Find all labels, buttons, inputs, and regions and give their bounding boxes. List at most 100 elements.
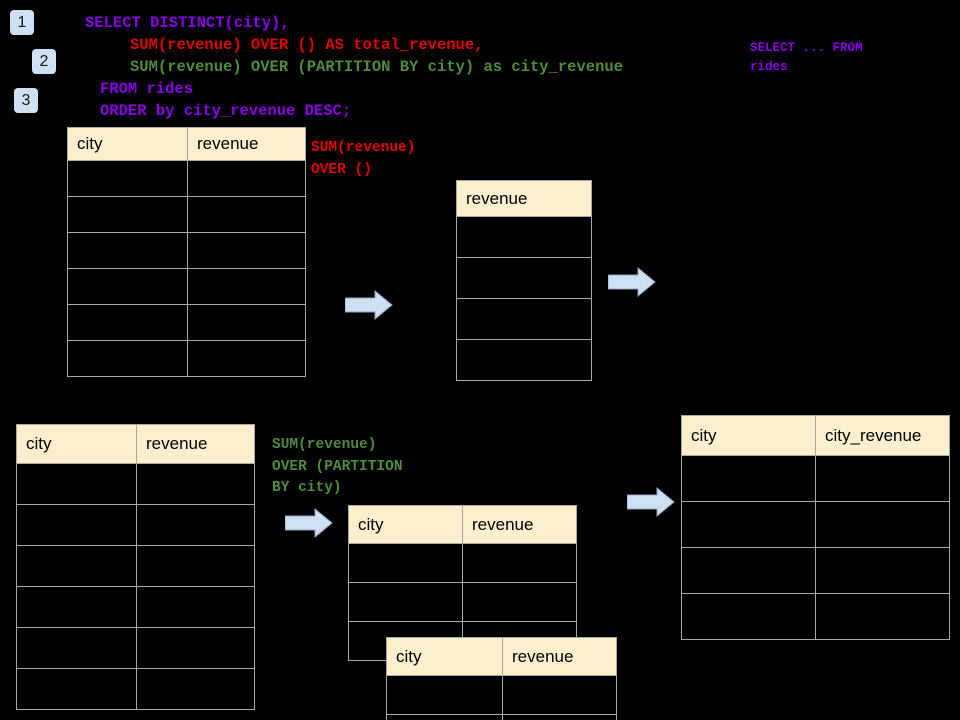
table-row bbox=[348, 543, 577, 583]
table-row bbox=[67, 340, 306, 377]
arrow-total-to-result-icon bbox=[608, 267, 656, 297]
table-cell bbox=[187, 268, 306, 305]
column-header-city_revenue: city_revenue bbox=[815, 415, 950, 456]
table-cell bbox=[67, 268, 188, 305]
annotation-line: SUM(revenue) bbox=[311, 140, 416, 156]
annotation-line: BY city) bbox=[272, 480, 342, 496]
table-row bbox=[16, 627, 255, 669]
column-header-revenue: revenue bbox=[187, 127, 306, 161]
sql-line-1: SELECT DISTINCT(city), bbox=[85, 14, 290, 32]
table-cell bbox=[502, 714, 617, 720]
table-row bbox=[386, 675, 617, 715]
annotation-line: OVER (PARTITION bbox=[272, 458, 403, 475]
table-cell bbox=[67, 196, 188, 233]
column-header-city: city bbox=[348, 505, 463, 544]
table-cell bbox=[67, 232, 188, 269]
table-cell bbox=[815, 593, 950, 640]
sql-side-line-1: SELECT ... FROM bbox=[750, 41, 863, 55]
table-row bbox=[681, 455, 950, 502]
table-cell bbox=[456, 339, 592, 381]
arrow-source-to-total-icon bbox=[345, 290, 393, 320]
sql-query-block: SELECT DISTINCT(city), SUM(revenue) OVER … bbox=[85, 12, 623, 122]
arrow-source-to-partition-icon bbox=[285, 508, 333, 538]
table-cell bbox=[187, 196, 306, 233]
table-row bbox=[456, 257, 592, 299]
table-cell bbox=[16, 463, 137, 505]
table-row bbox=[16, 586, 255, 628]
table-cell bbox=[16, 545, 137, 587]
table-row bbox=[456, 216, 592, 258]
table-cell bbox=[681, 501, 816, 548]
table-cell bbox=[16, 586, 137, 628]
table-cell bbox=[67, 304, 188, 341]
table-row bbox=[67, 268, 306, 305]
step-badge-3[interactable]: 3 bbox=[14, 88, 38, 113]
sql-line-5: ORDER by city_revenue DESC; bbox=[100, 102, 352, 120]
table-cell bbox=[67, 160, 188, 197]
table-cell bbox=[502, 675, 617, 715]
table-cell bbox=[815, 455, 950, 502]
annotation-line: OVER () bbox=[311, 161, 372, 178]
table-cell bbox=[136, 463, 255, 505]
step-badge-1[interactable]: 1 bbox=[10, 10, 34, 35]
sql-line-3: SUM(revenue) OVER (PARTITION BY city) as… bbox=[130, 58, 623, 76]
table-header-row: revenue bbox=[456, 180, 592, 217]
table-row bbox=[456, 298, 592, 340]
table-cell bbox=[815, 501, 950, 548]
table-cell bbox=[136, 627, 255, 669]
table-cell bbox=[187, 304, 306, 341]
annotation-line: SUM(revenue) bbox=[272, 437, 377, 453]
table-cell bbox=[136, 586, 255, 628]
table-cell bbox=[136, 504, 255, 546]
table-cell bbox=[681, 455, 816, 502]
table-cell bbox=[681, 547, 816, 594]
table-row bbox=[681, 501, 950, 548]
column-header-city: city bbox=[67, 127, 188, 161]
column-header-revenue: revenue bbox=[456, 180, 592, 217]
column-header-city: city bbox=[386, 637, 503, 676]
table-cell bbox=[16, 668, 137, 710]
table-cell bbox=[187, 340, 306, 377]
column-header-revenue: revenue bbox=[502, 637, 617, 676]
table-row bbox=[386, 714, 617, 720]
table-cell bbox=[386, 675, 503, 715]
table-row bbox=[456, 339, 592, 381]
table-cell bbox=[462, 543, 577, 583]
sql-line-2: SUM(revenue) OVER () AS total_revenue, bbox=[130, 36, 484, 54]
table-cell bbox=[386, 714, 503, 720]
column-header-revenue: revenue bbox=[136, 424, 255, 464]
table-row bbox=[67, 304, 306, 341]
column-header-city: city bbox=[681, 415, 816, 456]
sql-line-4: FROM rides bbox=[100, 80, 194, 98]
table-row bbox=[16, 504, 255, 546]
table-row bbox=[681, 547, 950, 594]
table-cell bbox=[681, 593, 816, 640]
annotation-over-partition: SUM(revenue) OVER (PARTITION BY city) bbox=[272, 435, 403, 500]
step-badge-2[interactable]: 2 bbox=[32, 49, 56, 74]
table-cell bbox=[67, 340, 188, 377]
table-cell bbox=[456, 257, 592, 299]
table-row bbox=[67, 160, 306, 197]
arrow-partition-to-result-icon bbox=[627, 487, 675, 517]
table-row bbox=[681, 593, 950, 640]
table-cell bbox=[456, 298, 592, 340]
sql-side-snippet: SELECT ... FROM rides bbox=[750, 39, 863, 77]
column-header-city: city bbox=[16, 424, 137, 464]
sql-side-line-2: rides bbox=[750, 60, 788, 74]
table-row bbox=[67, 196, 306, 233]
table-row bbox=[67, 232, 306, 269]
table-row bbox=[16, 463, 255, 505]
table-cell bbox=[348, 582, 463, 622]
table-cell bbox=[456, 216, 592, 258]
table-cell bbox=[187, 160, 306, 197]
annotation-over-empty: SUM(revenue) OVER () bbox=[311, 138, 415, 181]
table-row bbox=[348, 582, 577, 622]
